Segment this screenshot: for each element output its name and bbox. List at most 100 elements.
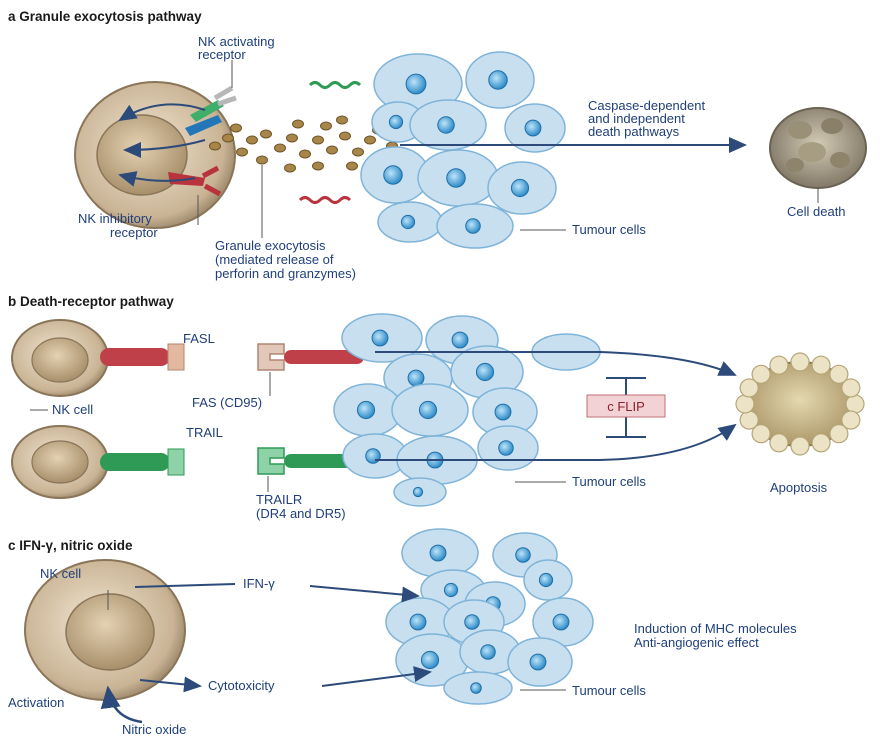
- tumour-cell-nucleus: [471, 683, 482, 694]
- panel-a-header: a Granule exocytosis pathway: [8, 9, 202, 24]
- tumour-cell-nucleus: [410, 614, 426, 630]
- tumour-cell-nucleus: [438, 117, 455, 134]
- cytotoxicity-label: Cytotoxicity: [208, 678, 275, 693]
- granule: [353, 148, 364, 156]
- tumour-cells-label-b: Tumour cells: [572, 474, 646, 489]
- activation-label: Activation: [8, 695, 64, 710]
- fasl-label: FASL: [183, 331, 215, 346]
- tumour-cell-nucleus: [366, 449, 381, 464]
- granule: [313, 136, 324, 144]
- panel-b-header: b Death-receptor pathway: [8, 294, 174, 309]
- granule: [261, 130, 272, 138]
- apoptotic-bleb: [846, 395, 864, 413]
- granule: [231, 124, 242, 132]
- tumour-cell-nucleus: [530, 654, 546, 670]
- trailr-label: TRAILR (DR4 and DR5): [256, 492, 346, 521]
- tumour-cell-nucleus: [408, 370, 424, 386]
- tumour-cell-nucleus: [406, 74, 426, 94]
- fasl-ligand-shape: [100, 344, 184, 370]
- tumour-cell-nucleus: [489, 71, 507, 89]
- tumour-cell-nucleus: [525, 120, 541, 136]
- granule: [210, 142, 221, 150]
- apoptotic-bleb: [736, 395, 754, 413]
- apoptotic-bleb: [842, 379, 860, 397]
- tumour-cells-label-a: Tumour cells: [572, 222, 646, 237]
- granule: [313, 162, 324, 170]
- granule-exocytosis-label: Granule exocytosis (mediated release of …: [215, 238, 356, 281]
- granule: [293, 120, 304, 128]
- nk-cell-b-bottom: [12, 426, 108, 498]
- tumour-cluster-a: [361, 52, 565, 248]
- apoptotic-cell-shape: [736, 353, 864, 455]
- apoptotic-bleb: [812, 434, 830, 452]
- tumour-cell-nucleus: [384, 166, 402, 184]
- dead-cell-shape: [770, 108, 866, 188]
- cflip-inhibitor: c FLIP: [587, 378, 665, 437]
- apoptotic-bleb: [740, 411, 758, 429]
- tumour-cell-nucleus: [499, 441, 514, 456]
- apoptotic-bleb: [791, 353, 809, 371]
- granule: [223, 134, 234, 142]
- tumour-cell-nucleus: [389, 115, 402, 128]
- tumour-cell-nucleus: [553, 614, 569, 630]
- granule: [275, 144, 286, 152]
- granule: [327, 146, 338, 154]
- induction-label: Induction of MHC molecules Anti-angiogen…: [634, 621, 800, 650]
- nk-cell-label-b: NK cell: [52, 402, 93, 417]
- cell-death-label: Cell death: [787, 204, 846, 219]
- tumour-cell-nucleus: [413, 487, 422, 496]
- ifn-label: IFN-γ: [243, 576, 275, 591]
- granule: [285, 164, 296, 172]
- granule: [365, 136, 376, 144]
- tumour-cell-nucleus: [539, 573, 552, 586]
- granule: [337, 116, 348, 124]
- granule: [237, 148, 248, 156]
- tumour-cluster-b: [334, 314, 600, 506]
- granule: [321, 122, 332, 130]
- tumour-cell-nucleus: [372, 330, 388, 346]
- granule: [247, 136, 258, 144]
- apoptotic-bleb: [752, 365, 770, 383]
- fas-label: FAS (CD95): [192, 395, 262, 410]
- tumour-cell-nucleus: [444, 583, 457, 596]
- panel-c-header: c IFN-γ, nitric oxide: [8, 538, 133, 553]
- tumour-cell-nucleus: [511, 179, 528, 196]
- cflip-label: c FLIP: [607, 399, 645, 414]
- tumour-cell-nucleus: [401, 215, 414, 228]
- tumour-cell-nucleus: [447, 169, 465, 187]
- granule: [287, 134, 298, 142]
- granule: [300, 150, 311, 158]
- apoptotic-bleb: [812, 356, 830, 374]
- tumour-cell-nucleus: [476, 363, 493, 380]
- tumour-cluster-c: [386, 529, 593, 704]
- apoptotic-bleb: [791, 437, 809, 455]
- nk-cell-label-c: NK cell: [40, 566, 81, 581]
- apoptosis-label: Apoptosis: [770, 480, 828, 495]
- tumour-cell-nucleus: [357, 401, 374, 418]
- tumour-cell-nucleus: [465, 615, 480, 630]
- granule: [347, 162, 358, 170]
- nk-inhibitory-label: NK inhibitory receptor: [78, 211, 158, 240]
- tumour-cell-nucleus: [495, 404, 511, 420]
- nitric-oxide-label: Nitric oxide: [122, 722, 186, 737]
- tumour-cell-nucleus: [516, 548, 531, 563]
- squiggle-red: [300, 198, 350, 203]
- apoptotic-bleb: [770, 434, 788, 452]
- tumour-cell-nucleus: [466, 219, 481, 234]
- apoptotic-bleb: [770, 356, 788, 374]
- nk-cell-b-top: [12, 320, 108, 396]
- trail-label: TRAIL: [186, 425, 223, 440]
- tumour-cell-nucleus: [481, 645, 496, 660]
- tumour-cell-nucleus: [430, 545, 446, 561]
- tumour-cell-nucleus: [452, 332, 468, 348]
- nk-activating-label: NK activating receptor: [198, 34, 278, 62]
- granule: [257, 156, 268, 164]
- caspase-label: Caspase-dependent and independent death …: [588, 98, 709, 139]
- squiggle-green: [310, 83, 360, 88]
- tumour-cell-nucleus: [421, 651, 438, 668]
- nk-cell-c: [25, 560, 185, 700]
- granule: [340, 132, 351, 140]
- apoptotic-bleb: [830, 425, 848, 443]
- trail-ligand-shape: [100, 449, 184, 475]
